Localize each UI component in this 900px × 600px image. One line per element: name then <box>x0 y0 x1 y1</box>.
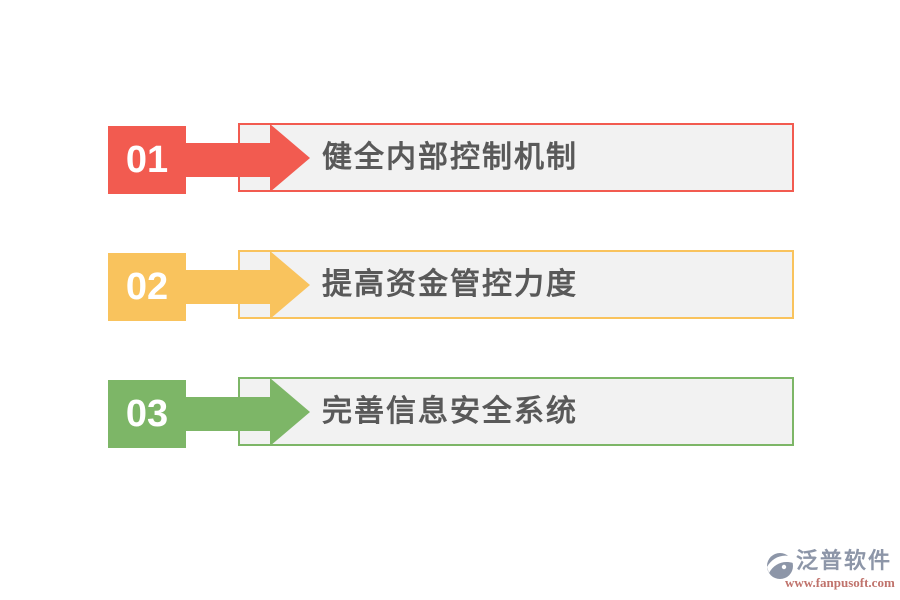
step-number-badge: 03 <box>108 380 186 448</box>
step-bar: 完善信息安全系统 <box>238 377 794 446</box>
arrow-head-icon <box>270 251 310 319</box>
step-label: 完善信息安全系统 <box>322 394 578 428</box>
step-number: 02 <box>125 266 169 308</box>
step-number: 03 <box>125 393 169 435</box>
step-number-badge: 01 <box>108 126 186 194</box>
arrow-head-icon <box>270 378 310 446</box>
step-number-badge: 02 <box>108 253 186 321</box>
step-bar: 提高资金管控力度 <box>238 250 794 319</box>
step-bar: 健全内部控制机制 <box>238 123 794 192</box>
arrow-head-icon <box>270 124 310 192</box>
step-label: 提高资金管控力度 <box>322 267 578 301</box>
arrow-icon <box>184 143 272 177</box>
watermark-url: www.fanpusoft.com <box>785 575 895 590</box>
watermark: 泛普软件 www.fanpusoft.com <box>766 549 898 593</box>
step-label: 健全内部控制机制 <box>322 140 578 174</box>
arrow-icon <box>184 270 272 304</box>
step-number: 01 <box>125 139 169 181</box>
list-item: 健全内部控制机制 01 <box>0 123 900 194</box>
list-item: 提高资金管控力度 02 <box>0 250 900 321</box>
fanpu-logo-icon <box>767 553 793 579</box>
list-item: 完善信息安全系统 03 <box>0 377 900 448</box>
arrow-icon <box>184 397 272 431</box>
watermark-brand: 泛普软件 <box>796 548 893 573</box>
